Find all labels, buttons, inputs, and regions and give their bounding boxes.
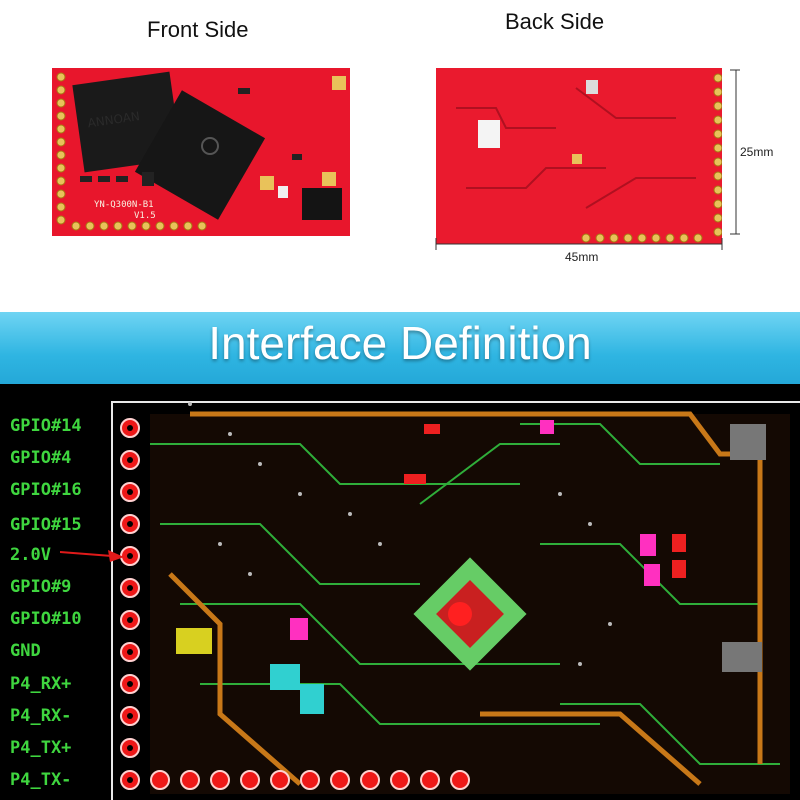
board-model-marking: YN-Q300N-B1 (94, 200, 154, 210)
height-dimension-label: 25mm (740, 145, 774, 159)
interface-definition-title: Interface Definition (208, 317, 592, 369)
pin-label-p4-rx-plus: P4_RX+ (10, 674, 72, 694)
front-board-image: YN-Q300N-B1 V1.5 ANNOAN (52, 68, 350, 236)
pin-label-p4-tx-minus: P4_TX- (10, 770, 72, 790)
board-version-marking: V1.5 (134, 211, 156, 221)
pin-label-gnd: GND (10, 641, 41, 661)
pin-label-gpio9: GPIO#9 (10, 577, 72, 597)
front-side-caption: Front Side (147, 17, 249, 42)
pin-label-gpio14: GPIO#14 (10, 416, 82, 436)
pin-label-gpio4: GPIO#4 (10, 448, 72, 468)
dimension-lines (435, 69, 740, 250)
pin-label-gpio15: GPIO#15 (10, 515, 82, 535)
width-dimension-label: 45mm (565, 250, 599, 264)
pin-label-2v0: 2.0V (10, 545, 51, 565)
back-side-caption: Back Side (505, 9, 605, 34)
pin-label-p4-rx-minus: P4_RX- (10, 706, 72, 726)
pcb-artwork (111, 401, 800, 800)
title-banner (0, 312, 800, 384)
pin-label-gpio10: GPIO#10 (10, 609, 82, 629)
back-board-image (436, 68, 722, 244)
pin-label-gpio16: GPIO#16 (10, 480, 82, 500)
pin-label-p4-tx-plus: P4_TX+ (10, 738, 72, 758)
pin-arrow (60, 550, 124, 562)
